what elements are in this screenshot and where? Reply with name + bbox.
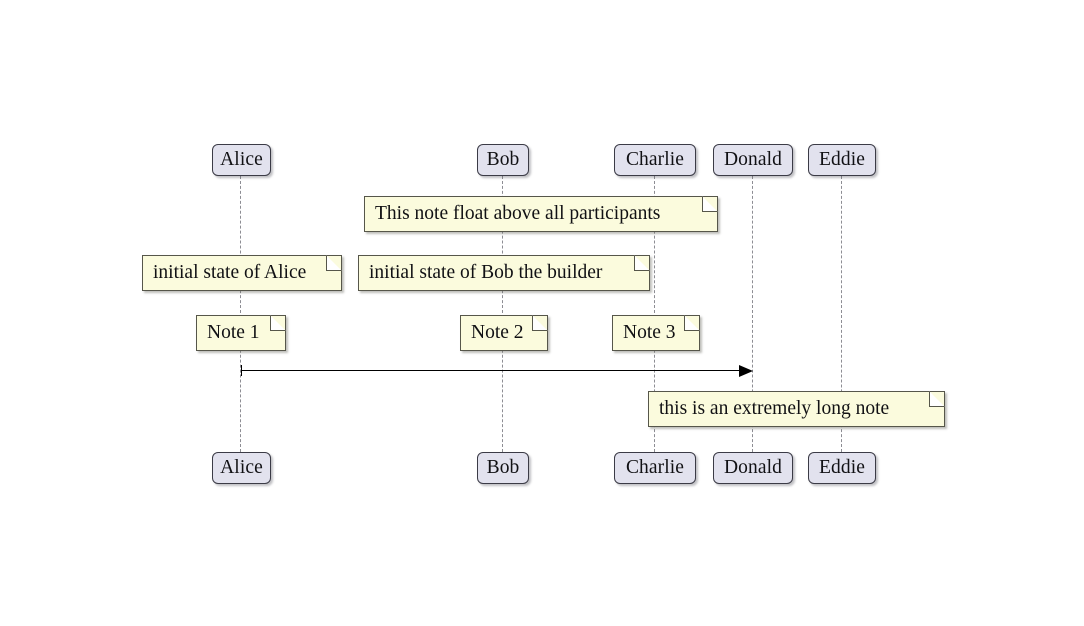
note-folded-corner-icon [702,196,718,212]
participant-label: Eddie [819,149,865,171]
participant-label: Alice [220,457,263,479]
participant-bottom-eddie[interactable]: Eddie [808,452,876,484]
note-folded-corner-icon [684,315,700,331]
message-alice-to-donald-arrowhead [739,364,753,377]
participant-label: Eddie [819,457,865,479]
note-text: initial state of Bob the builder [369,262,603,284]
note-folded-corner-icon [326,255,342,271]
note-text: this is an extremely long note [659,398,890,420]
participant-bottom-alice[interactable]: Alice [212,452,271,484]
participant-label: Charlie [625,149,685,171]
lifeline-charlie [654,176,656,452]
participant-label: Donald [723,457,782,479]
participant-bottom-donald[interactable]: Donald [713,452,793,484]
note-folded-corner-icon [929,391,945,407]
note-text: This note float above all participants [375,203,661,225]
participant-label: Bob [486,457,520,479]
note-initial-alice[interactable]: initial state of Alice [142,255,342,291]
participant-top-charlie[interactable]: Charlie [614,144,696,176]
participant-top-eddie[interactable]: Eddie [808,144,876,176]
note-text: Note 1 [207,322,260,344]
participant-top-bob[interactable]: Bob [477,144,529,176]
participant-bottom-bob[interactable]: Bob [477,452,529,484]
note-2[interactable]: Note 2 [460,315,548,351]
participant-label: Alice [220,149,263,171]
note-text: Note 2 [471,322,524,344]
message-alice-to-donald-line[interactable] [241,370,739,371]
note-folded-corner-icon [634,255,650,271]
lifeline-alice [240,176,242,452]
note-text: initial state of Alice [153,262,307,284]
lifeline-bob [502,176,504,452]
note-1[interactable]: Note 1 [196,315,286,351]
participant-bottom-charlie[interactable]: Charlie [614,452,696,484]
note-3[interactable]: Note 3 [612,315,700,351]
participant-top-alice[interactable]: Alice [212,144,271,176]
participant-top-donald[interactable]: Donald [713,144,793,176]
note-initial-bob[interactable]: initial state of Bob the builder [358,255,650,291]
note-folded-corner-icon [532,315,548,331]
note-float-above-all[interactable]: This note float above all participants [364,196,718,232]
lifeline-eddie [841,176,843,452]
lifeline-donald [752,176,754,452]
note-text: Note 3 [623,322,676,344]
note-extremely-long[interactable]: this is an extremely long note [648,391,945,427]
participant-label: Charlie [625,457,685,479]
message-alice-to-donald-tail [241,365,242,376]
note-folded-corner-icon [270,315,286,331]
participant-label: Bob [486,149,520,171]
participant-label: Donald [723,149,782,171]
